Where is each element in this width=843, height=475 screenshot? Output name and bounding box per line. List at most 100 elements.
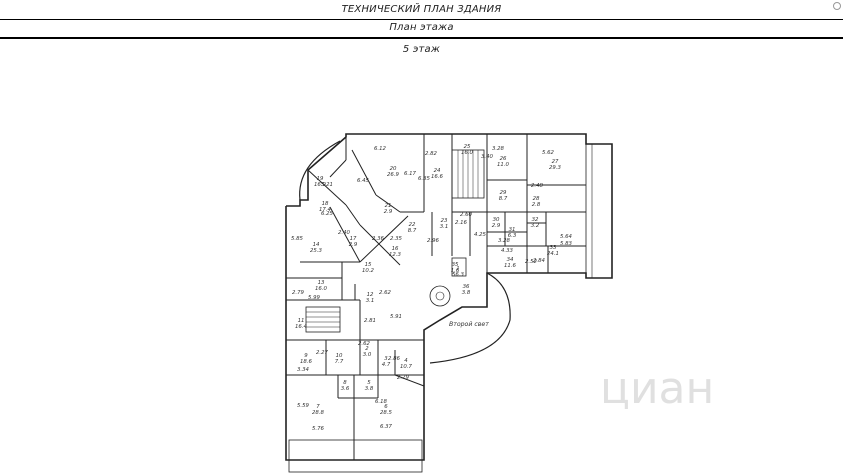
floor-label: 5 этаж: [402, 44, 441, 55]
room-number-24: 24: [434, 168, 441, 174]
room-number-22: 22: [409, 222, 416, 228]
room-number-33: 33: [550, 245, 557, 251]
room-number-25: 25: [464, 144, 471, 150]
dimension-label: 2.35: [390, 236, 403, 242]
dimension-label: 6.18: [375, 399, 388, 405]
room-area-19: 16.9: [314, 182, 327, 188]
room-number-12: 12: [367, 292, 374, 298]
room-number-14: 14: [313, 242, 320, 248]
room-number-29: 29: [500, 190, 507, 196]
room-area-28: 2.8: [532, 202, 541, 208]
room-number-18: 18: [322, 201, 329, 207]
room-area-26: 11.0: [497, 162, 510, 168]
dimension-label: 3.40: [481, 154, 494, 160]
dimension-label: 2.86: [388, 356, 401, 362]
dimension-label: 5.62: [542, 150, 555, 156]
room-number-5: 5: [367, 380, 371, 386]
room-area-12: 3.1: [366, 298, 375, 304]
room-area-30: 2.9: [492, 223, 501, 229]
room-number-23: 23: [441, 218, 448, 224]
dimension-label: 3.34: [297, 367, 310, 373]
room-area-32: 3.2: [531, 223, 540, 229]
room-area-35: 1.6: [451, 268, 460, 274]
room-number-10: 10: [336, 353, 343, 359]
dimension-label: 2.16: [455, 220, 468, 226]
room-area-17: 2.9: [349, 242, 358, 248]
room-number-7: 7: [316, 404, 320, 410]
dimension-label: 6.25: [321, 211, 334, 217]
room-area-6: 28.5: [380, 410, 393, 416]
room-number-11: 11: [298, 318, 305, 324]
room-area-1: 56.3: [452, 272, 465, 278]
room-area-7: 28.8: [312, 410, 325, 416]
room-area-3: 4.7: [382, 362, 391, 368]
room-area-13: 16.0: [315, 286, 328, 292]
room-number-15: 15: [365, 262, 372, 268]
dimension-label: 2.62: [358, 341, 371, 347]
dimension-label: 6.35: [418, 176, 431, 182]
room-number-36: 36: [463, 284, 470, 290]
dimension-label: 5.59: [297, 403, 310, 409]
dimension-label: 5.64: [560, 234, 573, 240]
room-area-16: 12.3: [389, 252, 402, 258]
dimension-label: 6.12: [374, 146, 387, 152]
room-area-21: 2.9: [384, 209, 393, 215]
watermark-logo: циан: [600, 363, 714, 414]
dimension-label: 2.81: [364, 318, 376, 324]
room-number-27: 27: [552, 159, 559, 165]
room-number-8: 8: [343, 380, 347, 386]
room-number-4: 4: [404, 358, 408, 364]
room-area-10: 7.7: [335, 359, 344, 365]
room-number-35: 35: [452, 262, 459, 268]
room-area-24: 16.6: [431, 174, 444, 180]
dimension-label: 6.45: [357, 178, 370, 184]
room-area-9: 18.6: [300, 359, 313, 365]
dimension-label: 2.79: [397, 375, 410, 381]
room-area-20: 26.9: [387, 172, 400, 178]
room-number-28: 28: [533, 196, 540, 202]
room-area-18: 17.4: [319, 207, 332, 213]
corner-mark: [833, 2, 841, 10]
dimension-label: 5.21: [321, 182, 333, 188]
dimension-label: 5.91: [390, 314, 402, 320]
room-number-26: 26: [500, 156, 507, 162]
room-area-34: 11.6: [504, 263, 517, 269]
room-number-13: 13: [318, 280, 325, 286]
room-area-4: 10.7: [400, 364, 413, 370]
room-area-11: 16.4: [295, 324, 308, 330]
dimension-label: 5.99: [308, 295, 321, 301]
dimension-label: 2.48: [531, 183, 544, 189]
room-area-2: 3.0: [363, 352, 372, 358]
dimension-label: 2.52: [525, 259, 538, 265]
dimension-label: 2.40: [338, 230, 351, 236]
dimension-label: 6.37: [380, 424, 393, 430]
room-area-22: 8.7: [408, 228, 417, 234]
room-area-14: 25.3: [310, 248, 323, 254]
room-number-2: 2: [365, 346, 369, 352]
room-area-8: 3.6: [341, 386, 350, 392]
dimension-label: 4.25: [474, 232, 487, 238]
stair-treads: [306, 150, 479, 328]
dimension-label: 3.28: [498, 238, 511, 244]
dimension-label: 6.17: [404, 171, 417, 177]
room-area-23: 3.1: [440, 224, 449, 230]
room-area-25: 16.0: [461, 150, 474, 156]
dimension-label: 2.36: [372, 236, 385, 242]
room-number-9: 9: [304, 353, 308, 359]
room-number-20: 20: [390, 166, 397, 172]
dimension-label: 2.60: [460, 212, 473, 218]
room-number-21: 21: [385, 203, 392, 209]
dimension-label: 5.83: [560, 241, 573, 247]
second-light-label: Второй свет: [449, 321, 489, 328]
room-area-15: 10.2: [362, 268, 375, 274]
dimension-label: 2.82: [425, 151, 438, 157]
room-number-6: 6: [384, 404, 388, 410]
header-title-bar: ТЕХНИЧЕСКИЙ ПЛАН ЗДАНИЯ: [0, 0, 843, 20]
document-subtitle: План этажа: [389, 22, 454, 33]
room-number-19: 19: [317, 176, 324, 182]
dimension-label: 3.28: [492, 146, 505, 152]
room-area-33: 24.1: [547, 251, 559, 257]
dimension-label: 2.27: [316, 350, 329, 356]
dimension-label: 2.96: [427, 238, 440, 244]
